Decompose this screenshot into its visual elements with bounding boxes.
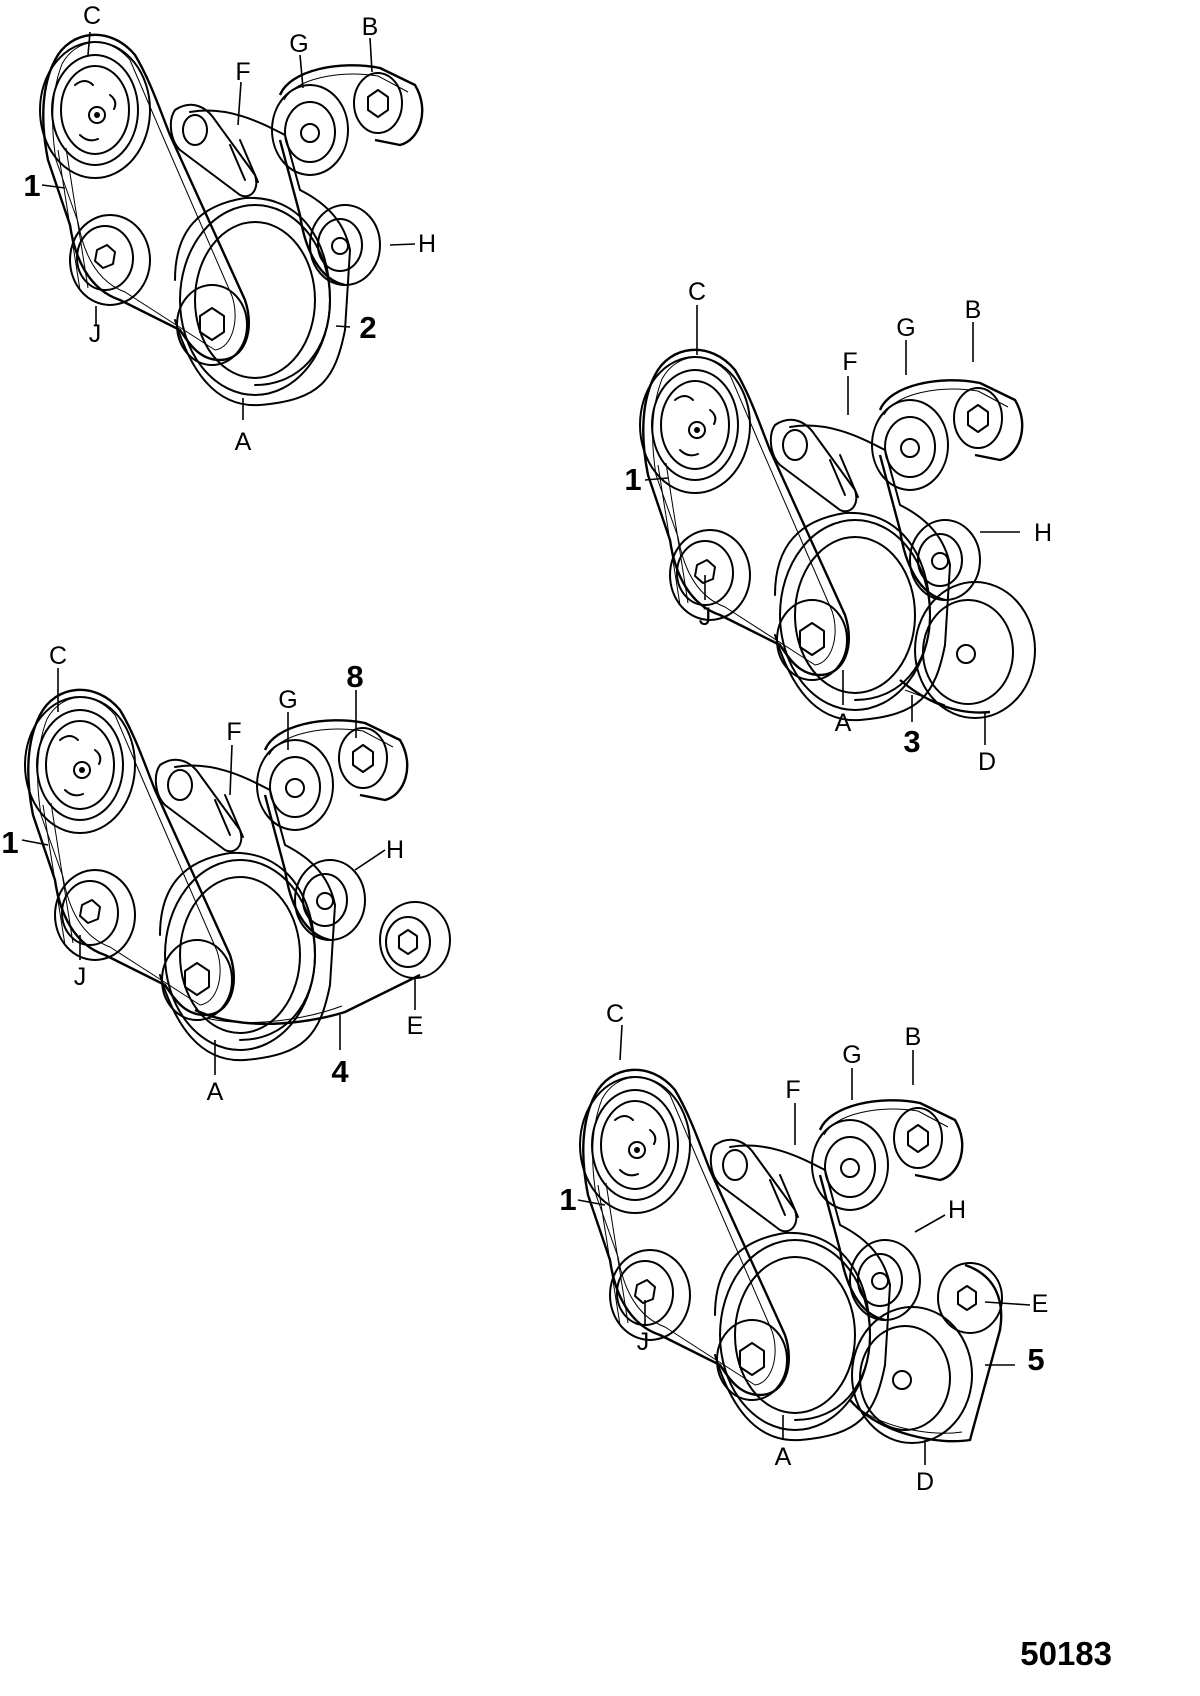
- label-f: F: [226, 718, 241, 746]
- label-e: E: [1032, 1290, 1049, 1318]
- label-j: J: [74, 963, 87, 991]
- label-d: D: [978, 748, 996, 776]
- label-g: G: [896, 314, 915, 342]
- label-g: G: [278, 686, 297, 714]
- label-c: C: [606, 1000, 624, 1028]
- label-h: H: [948, 1196, 966, 1224]
- diagram-4: C F G B H E J A D 1 5: [559, 1000, 1048, 1496]
- label-j: J: [89, 320, 102, 348]
- label-g: G: [842, 1041, 861, 1069]
- label-d: D: [916, 1468, 934, 1496]
- label-h: H: [418, 230, 436, 258]
- belt-number-1: 1: [1, 825, 18, 860]
- label-b: B: [905, 1023, 922, 1051]
- label-b: B: [965, 296, 982, 324]
- diagram-3: C F G H J A E 8 1 4: [1, 642, 451, 1106]
- pulley-d: [914, 581, 1036, 719]
- belt-number-2: 2: [359, 310, 376, 345]
- label-c: C: [83, 2, 101, 30]
- label-h: H: [386, 836, 404, 864]
- pulley-d: [851, 1306, 973, 1444]
- label-b: B: [362, 13, 379, 41]
- label-f: F: [842, 348, 857, 376]
- label-a: A: [235, 428, 252, 456]
- label-f: F: [785, 1076, 800, 1104]
- diagram-2: C F G B H J A D 1 3: [624, 278, 1052, 776]
- belt-number-5: 5: [1027, 1342, 1044, 1377]
- label-j: J: [637, 1328, 650, 1356]
- belt-number-4: 4: [331, 1054, 349, 1089]
- label-c: C: [49, 642, 67, 670]
- label-a: A: [835, 709, 852, 737]
- belt-number-1: 1: [624, 462, 641, 497]
- item-number-8: 8: [346, 659, 363, 694]
- label-g: G: [289, 30, 308, 58]
- pulley-e: [937, 1262, 1003, 1334]
- label-j: J: [699, 603, 712, 631]
- label-a: A: [775, 1443, 792, 1471]
- label-e: E: [407, 1012, 424, 1040]
- belt-number-1: 1: [559, 1182, 576, 1217]
- label-a: A: [207, 1078, 224, 1106]
- diagram-1: C F G B H J A 1 2: [23, 2, 436, 456]
- label-c: C: [688, 278, 706, 306]
- label-f: F: [235, 58, 250, 86]
- label-h: H: [1034, 519, 1052, 547]
- document-number: 50183: [1020, 1635, 1112, 1672]
- belt-number-1: 1: [23, 168, 40, 203]
- belt-number-3: 3: [903, 724, 920, 759]
